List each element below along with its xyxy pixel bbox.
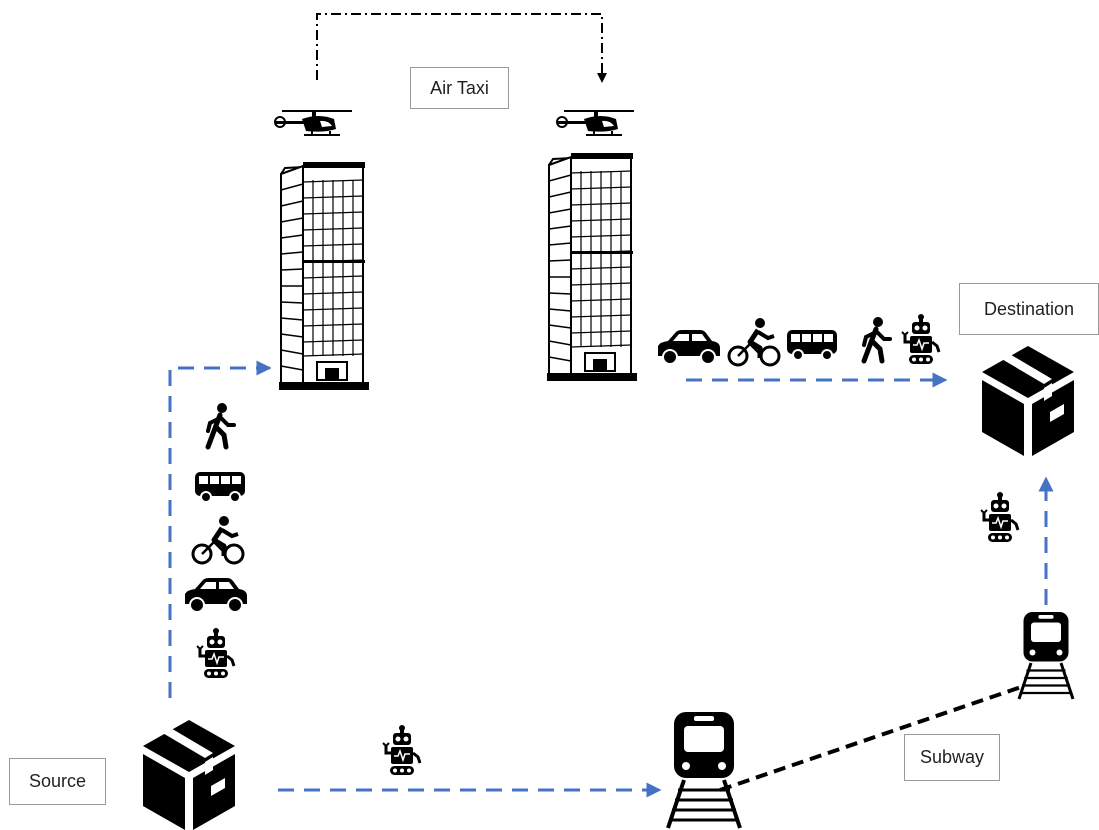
car-icon xyxy=(657,329,721,365)
destination-box-icon xyxy=(982,346,1074,456)
robot-icon xyxy=(381,723,422,777)
subway-label: Subway xyxy=(904,734,1000,781)
source-label-text: Source xyxy=(28,771,87,791)
bicycle-icon xyxy=(729,318,779,365)
walking-person-icon xyxy=(864,317,890,361)
train-icon xyxy=(1017,610,1075,701)
air-taxi-label: Air Taxi xyxy=(410,67,509,109)
car-icon xyxy=(184,577,248,613)
building-icon xyxy=(278,161,370,391)
bicycle-icon xyxy=(193,516,243,563)
helicopter-icon xyxy=(274,110,353,136)
train-icon xyxy=(666,710,742,830)
bus-icon xyxy=(786,329,838,361)
route-source-to-building xyxy=(168,360,272,698)
helicopter-icon xyxy=(556,110,635,136)
robot-icon xyxy=(979,490,1020,544)
robot-icon xyxy=(900,312,941,366)
destination-label: Destination xyxy=(959,283,1099,335)
air-taxi-label-text: Air Taxi xyxy=(430,77,489,98)
bus-icon xyxy=(194,471,246,503)
air-taxi-route xyxy=(316,13,607,83)
source-label: Source xyxy=(9,758,106,805)
subway-route xyxy=(719,684,1025,792)
subway-label-text: Subway xyxy=(919,747,985,767)
destination-label-text: Destination xyxy=(983,298,1075,319)
walking-person-icon xyxy=(208,403,234,447)
source-box-icon xyxy=(143,720,235,830)
robot-icon xyxy=(195,626,236,680)
building-icon xyxy=(546,152,638,382)
